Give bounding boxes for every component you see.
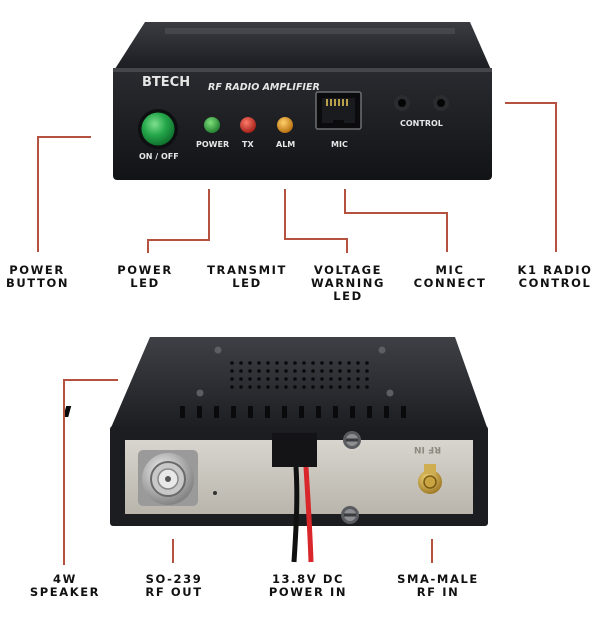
control-label: CONTROL [400, 119, 443, 128]
callout-line-voltage-led [284, 189, 286, 240]
tx-led [240, 117, 256, 133]
on-off-label: ON / OFF [139, 152, 179, 161]
tx-led-label: TX [242, 140, 254, 149]
vent-slots [180, 406, 406, 418]
speaker-grille [230, 361, 369, 389]
callout-line-power-button [37, 136, 91, 138]
label-voltage-warning-led: VOLTAGE WARNING LED [310, 263, 386, 303]
dc-power-clip [272, 433, 317, 467]
power-led [204, 117, 220, 133]
label-speaker: 4W SPEAKER [29, 572, 101, 599]
brand-logo: BTECH [142, 75, 191, 90]
callout-line-sma [431, 539, 433, 563]
label-k1-radio-control: K1 RADIO CONTROL [517, 263, 593, 290]
callout-line-k1 [505, 102, 557, 104]
label-dc-power: 13.8V DC POWER IN [268, 572, 348, 599]
label-sma-male: SMA-MALE RF IN [397, 572, 479, 599]
callout-line-mic [344, 189, 346, 214]
callout-line-so239 [172, 539, 174, 563]
label-power-button: POWER BUTTON [6, 263, 70, 290]
callout-line-speaker [63, 379, 118, 381]
callout-line-power-led [208, 189, 210, 241]
power-led-label: POWER [196, 140, 230, 149]
model-label: RF RADIO AMPLIFIER [208, 82, 320, 93]
alm-led [277, 117, 293, 133]
label-power-led: POWER LED [117, 263, 173, 290]
alm-led-label: ALM [276, 140, 296, 149]
mic-label: MIC [331, 140, 348, 149]
label-so239: SO-239 RF OUT [145, 572, 203, 599]
label-mic-connect: MIC CONNECT [413, 263, 487, 290]
rf-in-plate-label: RF IN [414, 444, 442, 454]
label-transmit-led: TRANSMIT LED [207, 263, 287, 290]
